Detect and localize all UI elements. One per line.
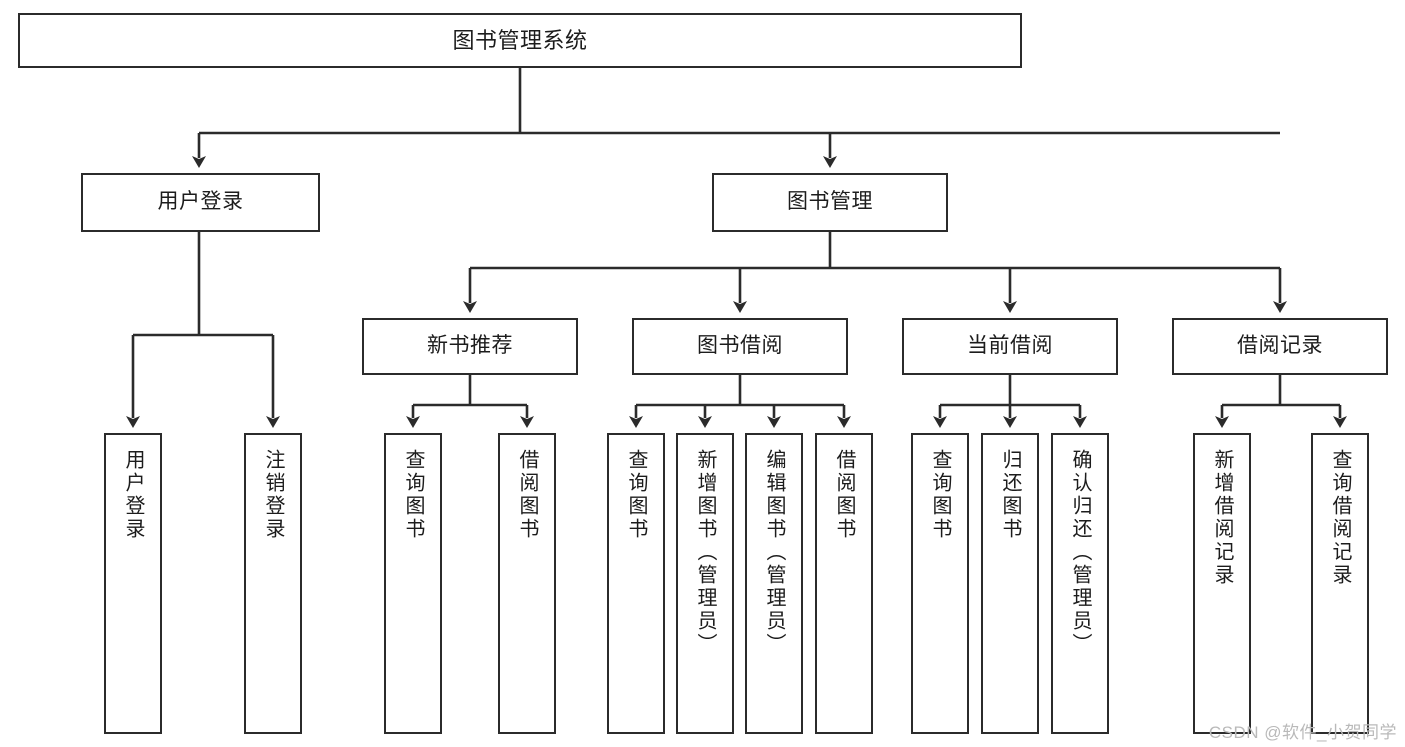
node-label: 借阅图书 [833, 449, 855, 541]
node-label: 当前借阅 [967, 334, 1053, 358]
node-label: 用户登录 [122, 449, 144, 541]
node-new-book-recommend[interactable]: 新书推荐 [362, 318, 578, 375]
leaf-user-login-logout[interactable]: 注销登录 [244, 433, 302, 734]
node-label: 查询图书 [929, 449, 951, 541]
node-label: 图书借阅 [697, 334, 783, 358]
leaf-borrow-query-book[interactable]: 查询图书 [607, 433, 665, 734]
leaf-record-query-record[interactable]: 查询借阅记录 [1311, 433, 1369, 734]
node-root-system[interactable]: 图书管理系统 [18, 13, 1022, 68]
node-label: 查询图书 [625, 449, 647, 541]
node-book-management[interactable]: 图书管理 [712, 173, 948, 232]
node-current-borrow[interactable]: 当前借阅 [902, 318, 1118, 375]
node-label: 确认归还（管理员） [1069, 449, 1091, 656]
node-label: 图书管理 [787, 190, 873, 214]
node-label: 图书管理系统 [452, 27, 588, 53]
node-label: 新书推荐 [427, 334, 513, 358]
node-book-borrow[interactable]: 图书借阅 [632, 318, 848, 375]
leaf-borrow-borrow-book[interactable]: 借阅图书 [815, 433, 873, 734]
node-label: 新增借阅记录 [1211, 449, 1233, 587]
leaf-record-add-record[interactable]: 新增借阅记录 [1193, 433, 1251, 734]
node-label: 注销登录 [262, 449, 284, 541]
node-label: 新增图书（管理员） [694, 449, 716, 656]
node-borrow-record[interactable]: 借阅记录 [1172, 318, 1388, 375]
node-label: 用户登录 [157, 190, 244, 214]
node-label: 编辑图书（管理员） [763, 449, 785, 656]
node-label: 借阅记录 [1237, 334, 1323, 358]
watermark: CSDN @软件_小贺同学 [1208, 723, 1397, 742]
node-label: 借阅图书 [516, 449, 538, 541]
node-user-login[interactable]: 用户登录 [81, 173, 320, 232]
node-label: 查询图书 [402, 449, 424, 541]
node-label: 查询借阅记录 [1329, 449, 1351, 587]
node-label: 归还图书 [999, 449, 1021, 541]
leaf-user-login-login[interactable]: 用户登录 [104, 433, 162, 734]
leaf-current-return-book[interactable]: 归还图书 [981, 433, 1039, 734]
leaf-borrow-add-book-admin[interactable]: 新增图书（管理员） [676, 433, 734, 734]
leaf-borrow-edit-book-admin[interactable]: 编辑图书（管理员） [745, 433, 803, 734]
leaf-current-confirm-return-admin[interactable]: 确认归还（管理员） [1051, 433, 1109, 734]
leaf-recommend-query-book[interactable]: 查询图书 [384, 433, 442, 734]
leaf-current-query-book[interactable]: 查询图书 [911, 433, 969, 734]
leaf-recommend-borrow-book[interactable]: 借阅图书 [498, 433, 556, 734]
